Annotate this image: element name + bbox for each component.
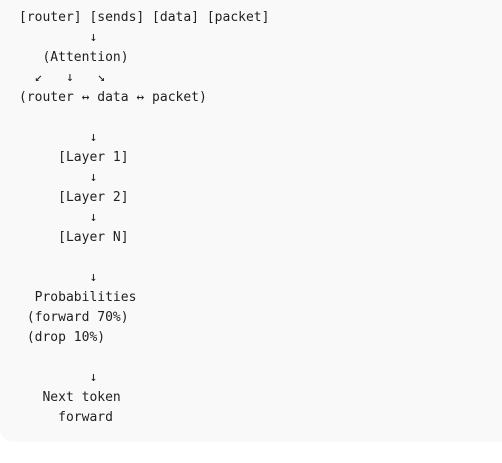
diagram-line-next-token: Next token <box>19 390 121 405</box>
diagram-line-probabilities: Probabilities <box>19 290 137 305</box>
diagram-line-attention: (Attention) <box>19 50 129 65</box>
diagram-text: [router] [sends] [data] [packet] ↓ (Atte… <box>19 8 269 428</box>
diagram-line-arrow-2: ↓ <box>19 130 98 145</box>
diagram-line-arrow-6: ↓ <box>19 370 98 385</box>
diagram-line-prob-drop: (drop 10%) <box>19 330 106 345</box>
diagram-line-blank-3 <box>19 348 269 368</box>
diagram-line-input-tokens: [router] [sends] [data] [packet] <box>19 10 270 25</box>
diagram-line-forward: forward <box>19 410 113 425</box>
diagram-line-layer-n: [Layer N] <box>19 230 129 245</box>
diagram-line-arrow-4: ↓ <box>19 210 98 225</box>
diagram-line-layer-2: [Layer 2] <box>19 190 129 205</box>
diagram-line-blank-1 <box>19 108 269 128</box>
diagram-line-arrow-3: ↓ <box>19 170 98 185</box>
code-block-panel: [router] [sends] [data] [packet] ↓ (Atte… <box>19 8 270 428</box>
diagram-line-arrow-1: ↓ <box>19 30 98 45</box>
diagram-line-arrow-5: ↓ <box>19 270 98 285</box>
diagram-line-arrows-fanout: ↙ ↓ ↘ <box>19 70 106 85</box>
diagram-line-relations: (router ↔ data ↔ packet) <box>19 90 207 105</box>
diagram-line-prob-forward: (forward 70%) <box>19 310 129 325</box>
diagram-line-blank-2 <box>19 248 269 268</box>
diagram-line-layer-1: [Layer 1] <box>19 150 129 165</box>
